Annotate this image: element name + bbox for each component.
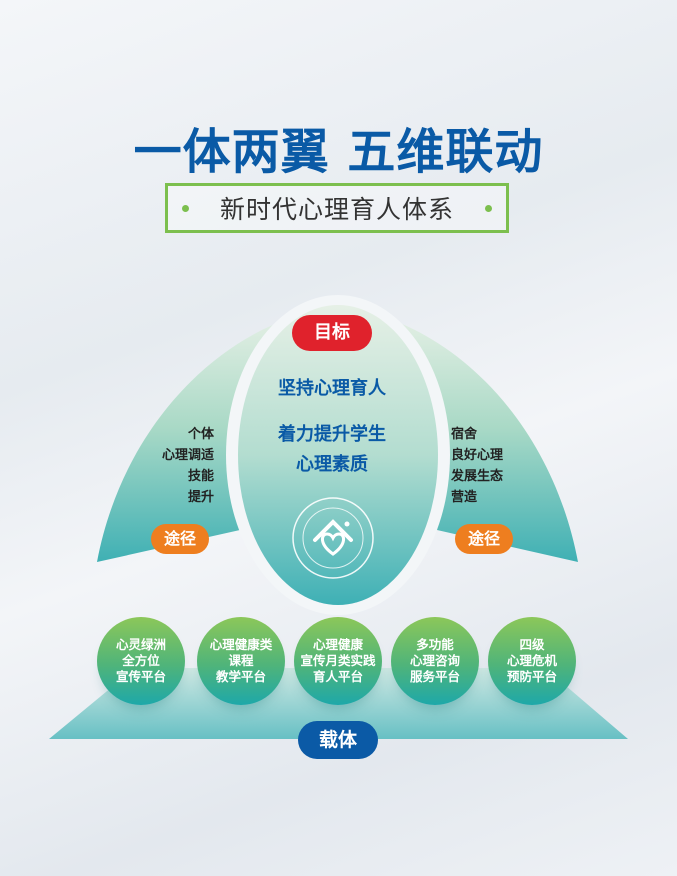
- subtitle: 新时代心理育人体系: [219, 195, 454, 224]
- platform-line: 心理健康: [312, 637, 363, 652]
- platform-line: 多功能: [416, 637, 454, 652]
- bullet-dot-icon: [484, 204, 492, 212]
- left-wing-text: 个体 心理调适 技能 提升: [120, 424, 214, 508]
- bullet-dot-icon: [182, 204, 189, 212]
- goal-badge: 目标: [292, 315, 372, 351]
- platform-circle-3: 心理健康 宣传月类实践 育人平台: [294, 617, 382, 705]
- carrier-badge: 载体: [298, 721, 378, 759]
- goal-oval: [238, 305, 438, 605]
- heart-house-emblem-icon: [292, 497, 374, 579]
- goal-line-2: 着力提升学生: [278, 424, 386, 445]
- page-title: 一体两翼 五维联动: [133, 124, 544, 180]
- platform-circle-2: 心理健康类 课程 教学平台: [197, 617, 285, 705]
- platform-line: 四级: [519, 637, 545, 652]
- goal-line-1: 坚持心理育人: [278, 378, 386, 399]
- left-wing-line: 个体: [187, 427, 214, 442]
- left-path-badge: 途径: [151, 524, 209, 554]
- platform-circle-4: 多功能 心理咨询 服务平台: [391, 617, 479, 705]
- platform-circle-1: 心灵绿洲 全方位 宣传平台: [97, 617, 185, 705]
- platform-circle-5: 四级 心理危机 预防平台: [488, 617, 576, 705]
- platform-line: 服务平台: [409, 669, 460, 684]
- right-wing-line: 发展生态: [451, 469, 504, 484]
- left-wing-line: 心理调适: [161, 448, 214, 463]
- left-wing-line: 技能: [187, 469, 214, 484]
- platform-line: 心理咨询: [409, 653, 460, 668]
- platform-line: 宣传平台: [115, 669, 166, 684]
- platform-line: 预防平台: [506, 669, 557, 684]
- subtitle-box: 新时代心理育人体系: [165, 183, 509, 233]
- platform-line: 教学平台: [215, 669, 266, 684]
- platform-line: 心理健康类: [209, 637, 273, 652]
- platform-line: 课程: [228, 653, 254, 668]
- right-wing-text: 宿舍 良好心理 发展生态 营造: [451, 424, 551, 508]
- right-wing-line: 营造: [451, 490, 478, 505]
- right-wing-line: 良好心理: [451, 448, 504, 463]
- platform-line: 宣传月类实践: [300, 653, 376, 668]
- platform-line: 心灵绿洲: [115, 637, 166, 652]
- platform-line: 全方位: [122, 653, 160, 668]
- platform-line: 心理危机: [506, 653, 557, 668]
- left-wing-line: 提升: [187, 490, 214, 505]
- platform-line: 育人平台: [312, 669, 363, 684]
- goal-line-3: 心理素质: [296, 454, 368, 475]
- right-path-badge: 途径: [455, 524, 513, 554]
- right-wing-line: 宿舍: [451, 427, 478, 442]
